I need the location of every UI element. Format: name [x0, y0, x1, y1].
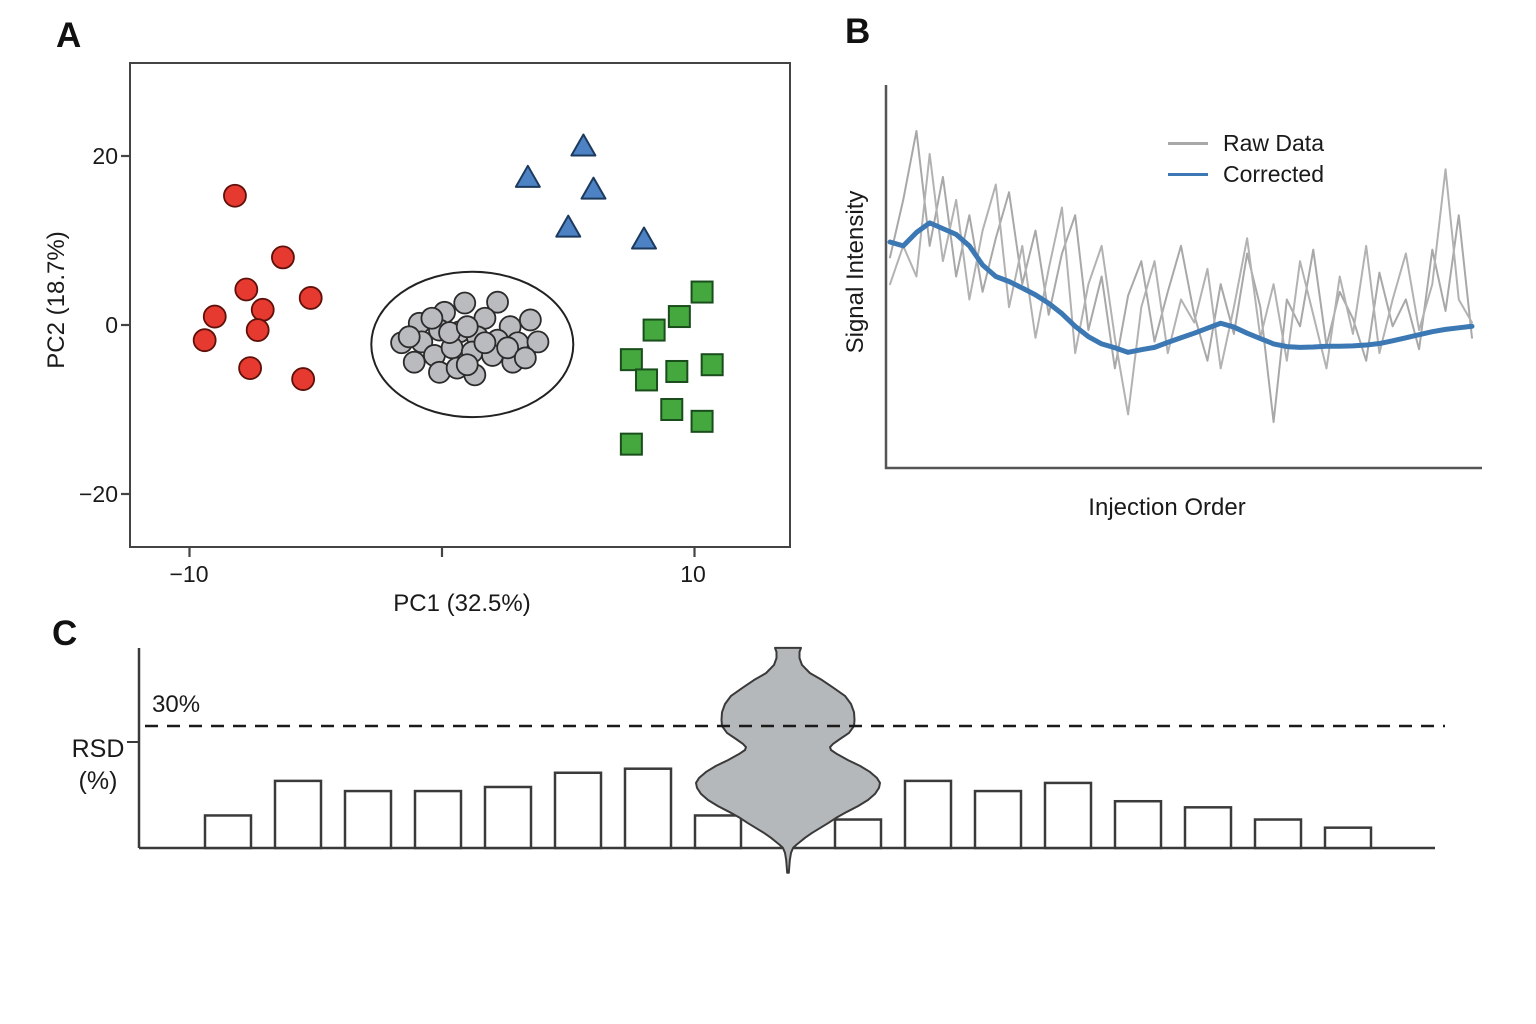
- signal-y-axis-label: Signal Intensity: [842, 190, 869, 354]
- panel-b-label: B: [845, 12, 871, 51]
- threshold-30pct-label: 30%: [152, 691, 201, 718]
- x-tick-label-neg10: −10: [169, 561, 209, 587]
- rsd-label-line1: RSD: [71, 735, 125, 763]
- y-tick-label-20: 20: [92, 143, 118, 169]
- pca-scatter-plot: [121, 62, 791, 557]
- rsd-label-line2: (%): [78, 767, 118, 795]
- legend-label: Corrected: [1223, 161, 1324, 187]
- legend: Raw Data Corrected: [1168, 128, 1324, 190]
- y-tick-label-neg20: −20: [78, 481, 118, 507]
- panel-c-label: C: [52, 614, 78, 653]
- injection-x-axis-label: Injection Order: [1088, 494, 1246, 521]
- signal-drift-line-plot: [884, 85, 1482, 470]
- y-tick-label-0: 0: [105, 312, 118, 338]
- legend-item-raw-data: Raw Data: [1168, 128, 1324, 159]
- corrected-line-swatch: [1168, 173, 1208, 176]
- rsd-y-axis-label: RSD (%): [56, 733, 140, 797]
- x-tick-label-10: 10: [680, 561, 706, 587]
- legend-item-corrected: Corrected: [1168, 159, 1324, 190]
- pca-y-axis-label: PC2 (18.7%): [43, 231, 70, 369]
- raw-data-line-swatch: [1168, 142, 1208, 145]
- pca-x-axis-label: PC1 (32.5%): [393, 590, 531, 617]
- panel-a-label: A: [56, 16, 82, 55]
- rsd-bar-chart: [127, 646, 1445, 874]
- legend-label: Raw Data: [1223, 130, 1324, 156]
